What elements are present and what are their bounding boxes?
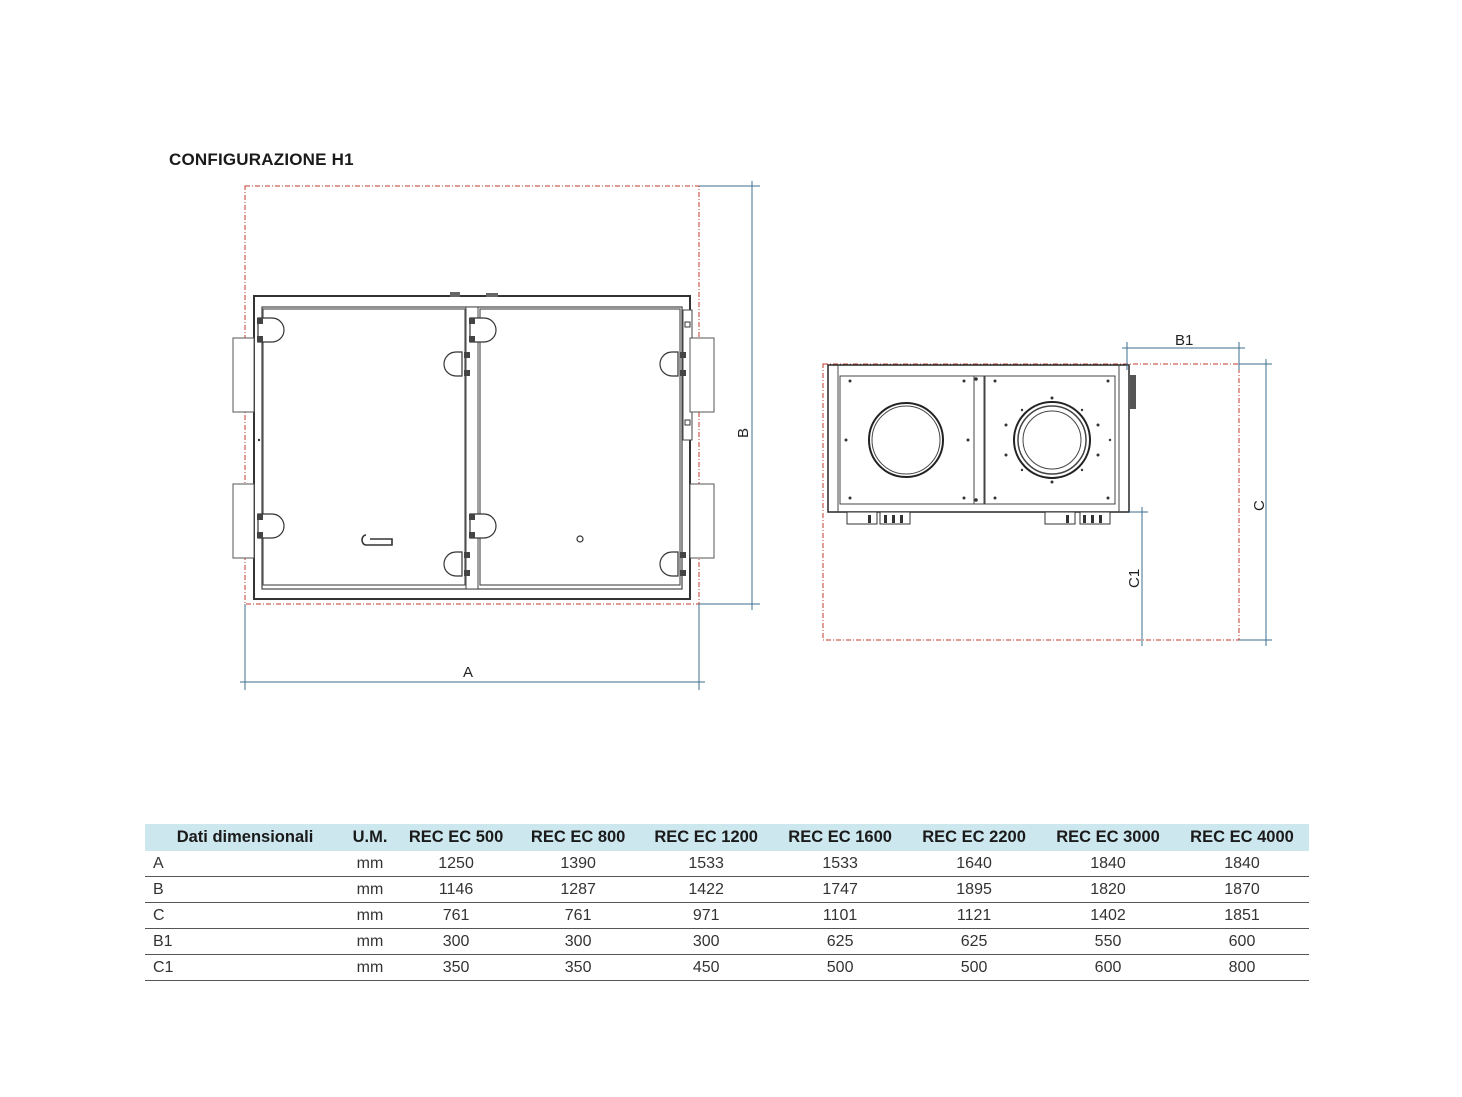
table-cell: mm	[345, 954, 395, 981]
table-row: C1 mm 350 350 450 500 500 600 800	[145, 954, 1309, 981]
table-cell: 600	[1041, 954, 1175, 981]
table-cell: 800	[1175, 954, 1309, 981]
label-C1: C1	[1126, 569, 1143, 588]
table-cell: 1287	[517, 876, 640, 903]
table-cell: C1	[145, 954, 345, 981]
table-cell: 971	[639, 902, 774, 929]
page-title: CONFIGURAZIONE H1	[169, 150, 354, 169]
table-cell: 500	[907, 954, 1042, 981]
duct-opening-left	[868, 402, 944, 478]
label-B1: B1	[1175, 332, 1193, 349]
table-cell: C	[145, 902, 345, 929]
table-cell: 1747	[773, 876, 908, 903]
table-cell: 450	[639, 954, 774, 981]
column-header: REC EC 800	[530, 828, 626, 846]
table-cell: A	[145, 851, 345, 877]
table-cell: 625	[773, 928, 908, 955]
column-header: Dati dimensionali	[176, 828, 314, 846]
column-header: REC EC 500	[408, 828, 504, 846]
table-cell: 625	[907, 928, 1042, 955]
table-cell: 1840	[1175, 851, 1309, 877]
column-header: REC EC 2200	[922, 828, 1026, 846]
dimension-C	[1239, 359, 1272, 646]
table-cell: 1250	[395, 851, 518, 877]
top-view	[232, 181, 760, 690]
table-cell: B1	[145, 928, 345, 955]
table-cell: 761	[395, 902, 518, 929]
table-cell: 300	[517, 928, 640, 955]
table-cell: 1402	[1041, 902, 1175, 929]
table-cell: 1422	[639, 876, 774, 903]
table-row: A mm 1250 1390 1533 1533 1640 1840 1840	[145, 851, 1309, 877]
table-cell: 1895	[907, 876, 1042, 903]
table-cell: 1146	[395, 876, 518, 903]
table-cell: mm	[345, 851, 395, 877]
table-cell: 1533	[639, 851, 774, 877]
table-cell: 300	[395, 928, 518, 955]
access-panel-left	[262, 308, 466, 586]
table-cell: 550	[1041, 928, 1175, 955]
table-cell: 600	[1175, 928, 1309, 955]
table-cell: 1101	[773, 902, 908, 929]
table-cell: 1840	[1041, 851, 1175, 877]
dimension-B	[699, 181, 760, 610]
label-A: A	[463, 664, 473, 681]
table-cell: 1640	[907, 851, 1042, 877]
front-view	[822, 342, 1272, 646]
table-cell: 1870	[1175, 876, 1309, 903]
dimension-C1	[1129, 507, 1148, 646]
duct-opening-right	[1013, 401, 1091, 479]
dimensions-table: Dati dimensionali U.M. REC EC 500 REC EC…	[145, 824, 1309, 981]
table-cell: 350	[395, 954, 518, 981]
column-header: U.M.	[352, 828, 388, 846]
table-cell: 500	[773, 954, 908, 981]
table-cell: mm	[345, 902, 395, 929]
table-cell: mm	[345, 928, 395, 955]
table-cell: 761	[517, 902, 640, 929]
table-cell: 1820	[1041, 876, 1175, 903]
column-header: REC EC 3000	[1056, 828, 1160, 846]
label-C: C	[1251, 500, 1268, 511]
table-row: B mm 1146 1287 1422 1747 1895 1820 1870	[145, 876, 1309, 903]
table-cell: 1533	[773, 851, 908, 877]
technical-drawing: A B B1 C C1	[232, 181, 1272, 690]
table-row: C mm 761 761 971 1101 1121 1402 1851	[145, 902, 1309, 929]
table-cell: 300	[639, 928, 774, 955]
table-cell: 350	[517, 954, 640, 981]
access-panel-right	[479, 308, 681, 586]
table-cell: 1121	[907, 902, 1042, 929]
inspection-hole	[576, 535, 584, 543]
dimension-B1	[1122, 342, 1245, 370]
label-B: B	[735, 428, 752, 438]
column-header: REC EC 1600	[788, 828, 892, 846]
table-cell: 1390	[517, 851, 640, 877]
column-header: REC EC 1200	[654, 828, 758, 846]
dimension-A	[240, 604, 705, 690]
table-cell: 1851	[1175, 902, 1309, 929]
table-cell: mm	[345, 876, 395, 903]
table-header-row: Dati dimensionali U.M. REC EC 500 REC EC…	[145, 824, 1309, 851]
column-header: REC EC 4000	[1190, 828, 1294, 846]
panel-handle	[361, 534, 393, 546]
clearance-area-front-view	[822, 363, 1240, 641]
table-row: B1 mm 300 300 300 625 625 550 600	[145, 928, 1309, 955]
table-cell: B	[145, 876, 345, 903]
